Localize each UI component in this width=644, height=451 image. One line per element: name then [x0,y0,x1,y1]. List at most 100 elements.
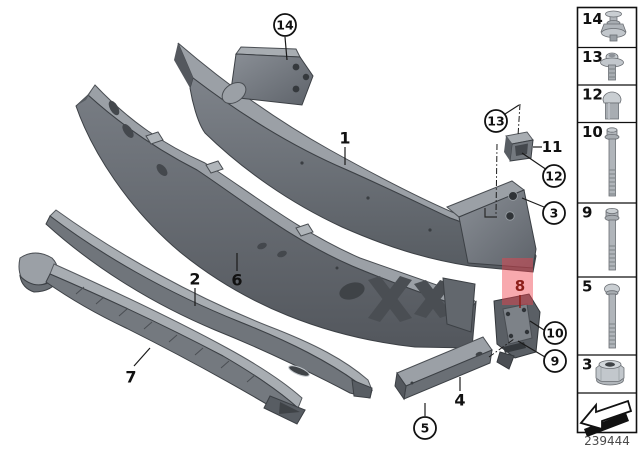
carrier-front-face [189,77,537,273]
callout-circle [542,201,566,225]
bracket11-notch [515,143,528,156]
part-7-lower-strip[interactable] [18,252,306,425]
absorber-slot [257,242,267,250]
leader-13 [504,104,520,115]
mount-corner-marker [484,208,497,218]
callout-8[interactable]: 8 [515,277,525,295]
callout-circle [484,109,508,133]
strip7-end-shadow [279,402,300,414]
legend-row-dividers [577,46,637,394]
part-2-support-strip[interactable] [45,209,373,399]
callout-circle [542,164,566,188]
callout-12[interactable]: 12 [542,164,566,188]
dome-head-bolt-icon [602,91,622,120]
part-11-bracket[interactable] [504,131,534,162]
carrier-hole-dot [366,196,370,200]
bracket8-tab [496,351,515,370]
carrier-hole-dot [300,161,304,165]
long-hex-bolt-icon [604,127,620,197]
callout-label: 5 [421,421,430,436]
callout-5[interactable]: 5 [413,416,437,440]
callout-11[interactable]: 11 [542,138,563,156]
hex-bolt-icon [604,207,620,271]
mount-bolt-hole [302,73,310,81]
round-head-bolt-icon [604,283,620,349]
leader-9 [517,340,546,358]
assembly-axis-lines [484,103,521,358]
callout-6[interactable]: 6 [231,271,242,290]
legend-direction-cell[interactable] [579,399,633,437]
legend-item-label: 5 [582,278,592,296]
callout-13[interactable]: 13 [484,109,508,133]
expanding-rivet-icon [600,10,627,42]
leader-lines [133,36,548,416]
strip2-end-fork [351,379,373,399]
legend-item-label: 12 [582,86,603,104]
callout-label: 14 [276,18,294,33]
mount-bolt-hole [292,85,300,93]
callout-4[interactable]: 4 [454,391,465,410]
part-6-impact-absorber[interactable] [75,84,477,349]
absorber-notch [295,223,314,237]
legend-item-10[interactable]: 10 [582,123,620,197]
bracket11-flange [504,136,512,161]
callout-label: 13 [487,114,504,129]
part-1-bumper-carrier[interactable] [174,42,537,273]
towhook-hole [505,211,515,221]
bracket8-hole [508,333,514,339]
legend-item-label: 13 [582,48,603,66]
leader-12 [521,152,548,171]
flange-nut-icon [595,360,625,386]
carrier-hole-dot [428,228,432,232]
diagram-number: 239444 [584,434,630,448]
callout-circle [543,321,567,345]
legend-item-3[interactable]: 3 [582,356,625,386]
callout-circle [413,416,437,440]
leader-10 [529,320,545,331]
leader-3 [521,197,545,208]
callout-3[interactable]: 3 [542,201,566,225]
callout-label: 12 [545,169,562,184]
legend-item-9[interactable]: 9 [582,204,620,271]
selection-highlight [502,258,533,305]
towhook-hole [508,191,518,201]
callout-7[interactable]: 7 [125,368,136,387]
block-hole [475,351,483,357]
callout-circle [273,13,297,37]
callout-9[interactable]: 9 [543,349,567,373]
absorber-slot [108,100,120,116]
washer-screw-icon [600,52,624,81]
callout-1[interactable]: 1 [339,129,350,148]
legend-panel: 14 13 12 [576,6,638,437]
part-8-mounting-bracket[interactable] [493,293,541,370]
absorber-slot [277,250,287,258]
axis-line-13-upper [517,103,521,137]
callout-14[interactable]: 14 [273,13,297,37]
legend-item-12[interactable]: 12 [582,86,622,120]
callout-label: 9 [551,354,560,369]
callout-10[interactable]: 10 [543,321,567,345]
mount-bolt-hole [292,63,300,71]
bracket8-slot [503,342,526,353]
strip2-slot [288,365,310,377]
absorber-dot [335,266,339,270]
legend-item-14[interactable]: 14 [582,10,627,42]
legend-item-13[interactable]: 13 [582,48,624,81]
absorber-slot [122,124,134,138]
legend-item-5[interactable]: 5 [582,278,620,349]
part-4-spacer-block[interactable] [394,336,493,401]
absorber-end-bracket [442,277,476,333]
bracket8-hole [505,311,511,317]
legend-item-label: 14 [582,10,603,28]
absorber-slot [156,164,168,176]
absorber-notch [145,131,164,145]
callout-2[interactable]: 2 [189,270,200,289]
truss-bar [368,276,412,322]
legend-item-label: 3 [582,356,592,374]
axis-line-9-10 [488,338,515,358]
leader-7 [133,347,151,367]
leader-14 [284,36,288,61]
direction-arrow-icon [579,399,633,437]
legend-item-label: 9 [582,204,592,222]
truss-bar [414,280,452,318]
